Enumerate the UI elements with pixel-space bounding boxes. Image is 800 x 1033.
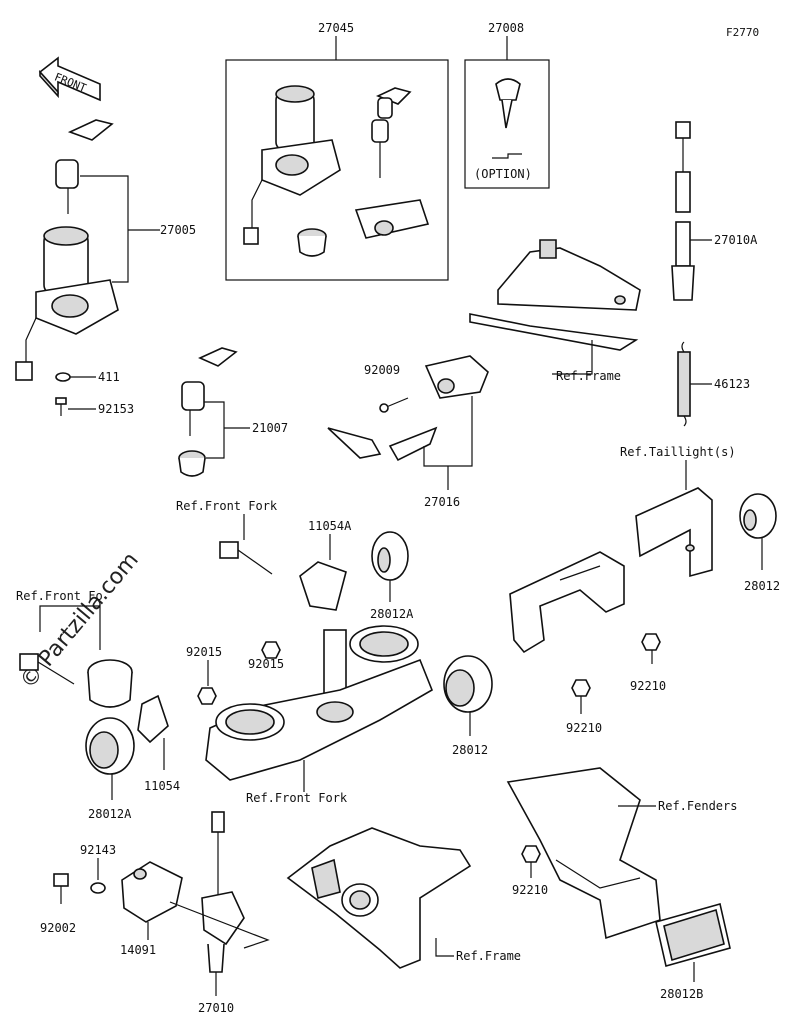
ref-frame-bottom: Ref.Frame [456,949,521,963]
label-14091: 14091 [120,943,156,957]
nut-92015-mid [197,687,217,705]
nut-92210-bottom [521,845,541,863]
ref-front-fork-top: Ref.Front Fork [176,499,278,513]
bolt-top-fork [219,541,273,575]
reflector-28012B [655,903,731,967]
key-pair-27005 [55,119,114,214]
ref-taillight: Ref.Taillight(s) [620,445,736,459]
label-27010A: 27010A [714,233,758,247]
label-27010: 27010 [198,1001,234,1015]
bracket-11054 [137,694,169,744]
ref-fenders: Ref.Fenders [658,799,737,813]
ignition-switch-27005 [15,226,119,381]
key-pair-27045 [371,87,412,178]
label-411: 411 [98,370,120,384]
bolt-92002 [53,873,69,904]
cap-27045 [297,228,327,257]
label-46123: 46123 [714,377,750,391]
label-92143: 92143 [80,843,116,857]
ref-front-fork-left: Ref.Front Fo [16,589,103,603]
rear-fender [506,767,661,940]
ref-front-fork-bottom: Ref.Front Fork [246,791,348,805]
steering-stem [205,625,434,781]
bolt-left-fork [19,653,75,685]
label-28012-right: 28012 [744,579,780,593]
label-92210-right: 92210 [630,679,666,693]
label-21007: 21007 [252,421,288,435]
label-27045: 27045 [318,21,354,35]
switch-27010 [201,811,245,973]
label-27005: 27005 [160,223,196,237]
screw-92153 [55,397,67,416]
ref-frame-top: Ref.Frame [556,369,621,383]
connector-27010A [675,121,691,139]
clamp-left-fork [87,659,133,708]
ignition-switch-27045 [243,85,341,245]
diagram-code: F2770 [726,26,759,39]
label-92002: 92002 [40,921,76,935]
switch-body-27010A [675,221,691,267]
label-92009: 92009 [364,363,400,377]
label-27016: 27016 [424,495,460,509]
bracket-11054A [299,561,347,611]
label-92153: 92153 [98,402,134,416]
label-11054: 11054 [144,779,180,793]
taillight-bracket [509,487,713,654]
seat-lock-27045 [354,199,430,239]
label-11054A: 11054A [308,519,352,533]
cap-21007 [178,450,206,477]
nut-92210-right [641,633,661,651]
label-92210-mid: 92210 [566,721,602,735]
screw-92009 [379,397,409,413]
frame-bracket-top [469,239,641,351]
reflector-28012A-top [371,531,409,581]
washer-92143 [90,882,106,894]
seat-lock-27016 [424,355,489,399]
blank-key-27008 [495,78,521,129]
label-92015-top: 92015 [248,657,284,671]
reflector-28012-mid [443,655,493,713]
reflector-28012A-bottom [85,717,135,775]
label-28012B: 28012B [660,987,703,1001]
reflector-28012-right [739,493,777,539]
key-pair-21007 [181,347,238,436]
kit-box-27045 [225,59,449,281]
cover-14091 [121,861,183,923]
nut-92210-mid [571,679,591,697]
front-arrow-icon: FRONT [38,56,101,102]
label-28012A-bottom: 28012A [88,807,132,821]
label-27008: 27008 [488,21,524,35]
option-label: (OPTION) [474,167,532,181]
label-92015-mid: 92015 [186,645,222,659]
washer-411 [55,372,71,382]
label-28012A-top: 28012A [370,607,414,621]
key-pair-27016 [327,426,438,462]
option-marker-icon [492,153,522,159]
label-92210-bottom: 92210 [512,883,548,897]
label-28012-mid: 28012 [452,743,488,757]
frame-bracket-bottom [286,827,472,969]
spring-46123 [677,341,691,427]
nut-92015-top [261,641,281,659]
